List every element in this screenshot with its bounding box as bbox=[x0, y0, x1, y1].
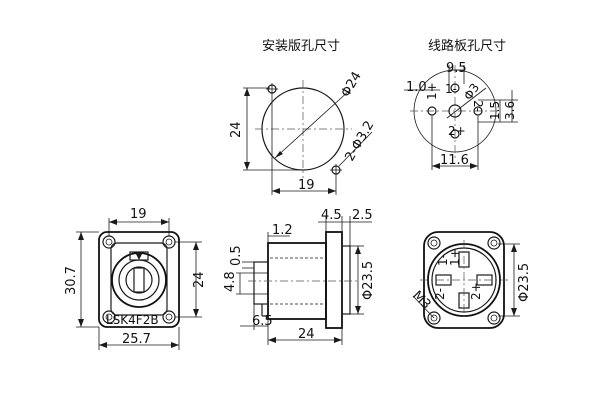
mount-height-label: 24 bbox=[229, 121, 244, 138]
pcb-bottom-label: 11.6 bbox=[440, 153, 469, 168]
side-d1-label: 1.2 bbox=[272, 223, 293, 238]
side-d5-label: 4.8 bbox=[223, 271, 238, 292]
mount-panel-title: 安装版孔尺寸 bbox=[262, 39, 340, 54]
pcb-pin-2plus: 2+ bbox=[448, 124, 466, 138]
pcb-hole-view: 1- 1+ 2- 2+ 9.5 1.0 Φ3 1.5 3.6 11.6 bbox=[404, 61, 518, 170]
side-length-label: 24 bbox=[298, 327, 315, 342]
side-d2-label: 4.5 bbox=[321, 208, 342, 223]
side-d4-label: 0.5 bbox=[229, 245, 244, 266]
rear-pin-2minus: 2- bbox=[433, 288, 447, 300]
pcb-pin-1minus: 1- bbox=[445, 82, 457, 96]
front-width-label: 25.7 bbox=[122, 332, 151, 347]
rear-pin-1minus: 1- bbox=[436, 254, 450, 266]
front-model-label: LSK4F2B bbox=[106, 313, 159, 327]
pcb-top-label: 9.5 bbox=[446, 61, 467, 76]
rear-pin-1plus: 1+ bbox=[448, 248, 462, 266]
side-flange bbox=[325, 231, 343, 329]
side-d6-label: 6.5 bbox=[252, 314, 273, 329]
rear-pin-2plus: 2+ bbox=[469, 282, 483, 300]
side-d3-label: 2.5 bbox=[352, 208, 373, 223]
rear-view: 1- 1+ 2- 2+ M3 Φ23.5 bbox=[409, 231, 532, 329]
pcb-pin-2minus: 2- bbox=[471, 100, 485, 112]
mount-hole-view: Φ24 2-Φ3.2 24 19 bbox=[229, 69, 377, 195]
mount-dia-label: Φ24 bbox=[338, 69, 364, 100]
front-socket bbox=[111, 252, 167, 308]
rear-diameter-label: Φ23.5 bbox=[517, 263, 532, 302]
side-view: 1.2 4.5 2.5 0.5 4.8 6.5 24 Φ23.5 bbox=[223, 208, 376, 345]
front-top-width-label: 19 bbox=[130, 207, 147, 222]
pcb-r2-label: 3.6 bbox=[503, 101, 517, 120]
mount-width-label: 19 bbox=[298, 178, 315, 193]
pcb-pin-1plus: 1+ bbox=[425, 82, 439, 100]
front-height-inner-label: 24 bbox=[192, 271, 207, 288]
front-view: LSK4F2B 19 30.7 24 25.7 bbox=[64, 207, 207, 350]
pcb-panel-title: 线路板孔尺寸 bbox=[428, 38, 506, 54]
mount-hole-label: 2-Φ3.2 bbox=[342, 119, 377, 164]
front-flange bbox=[98, 231, 180, 328]
side-diameter-label: Φ23.5 bbox=[361, 261, 376, 300]
pcb-r1-label: 1.5 bbox=[488, 101, 502, 120]
pcb-left-label: 1.0 bbox=[406, 80, 427, 95]
front-height-outer-label: 30.7 bbox=[64, 266, 79, 295]
